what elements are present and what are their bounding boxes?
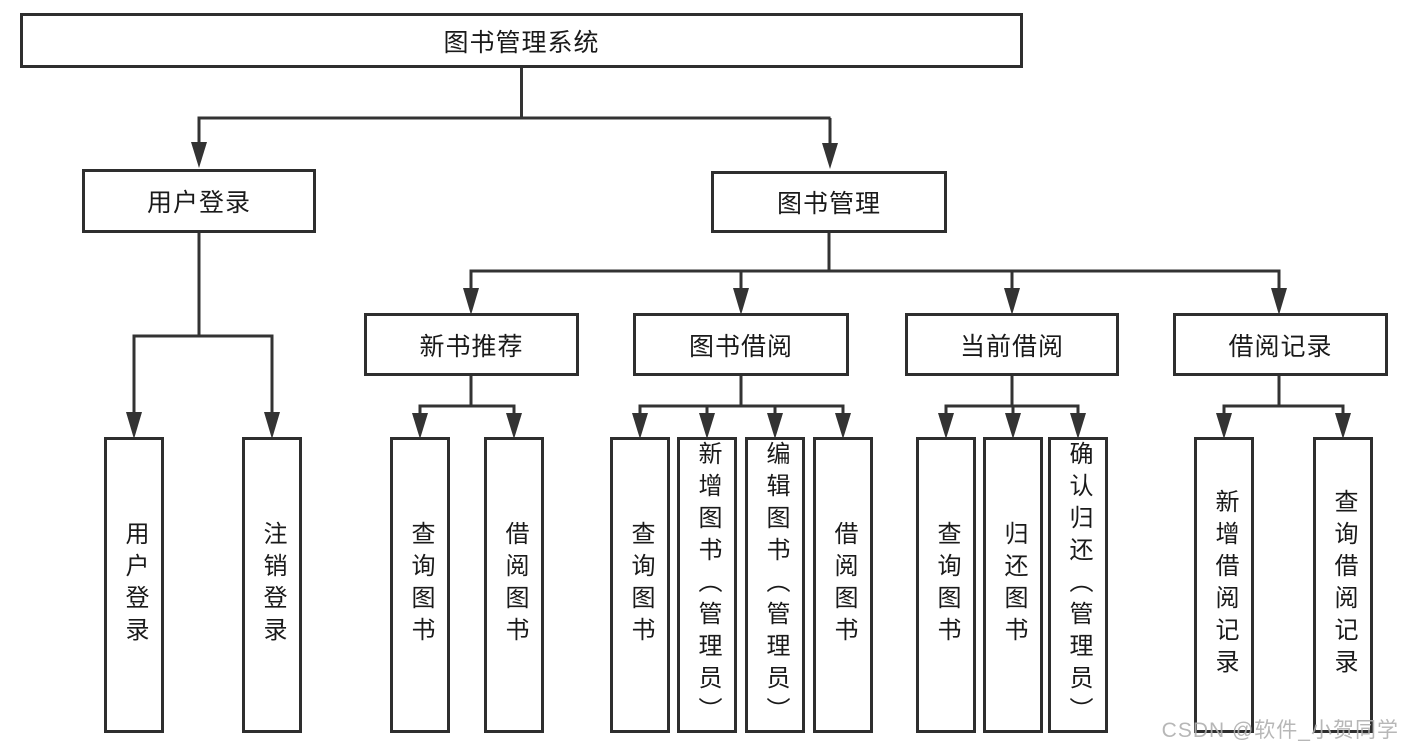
leaf-return-book-label: 归还图书 bbox=[1000, 521, 1027, 649]
leaf-add-book-admin: 新增图书（管理员） bbox=[677, 437, 737, 733]
arrowheads-user-login-leaves bbox=[126, 412, 280, 439]
leaf-user-login-label: 用户登录 bbox=[121, 521, 148, 649]
leaf-return-book: 归还图书 bbox=[983, 437, 1043, 733]
leaf-borrow-books-recommend: 借阅图书 bbox=[484, 437, 544, 733]
leaf-query-books-current-label: 查询图书 bbox=[933, 521, 960, 649]
leaf-logout: 注销登录 bbox=[242, 437, 302, 733]
node-new-book-recommend-label: 新书推荐 bbox=[419, 332, 524, 361]
node-new-book-recommend: 新书推荐 bbox=[364, 313, 579, 376]
leaf-confirm-return-admin: 确认归还（管理员） bbox=[1048, 437, 1108, 733]
csdn-watermark: CSDN @软件_小贺同学 bbox=[1161, 719, 1399, 742]
arrowheads-level2 bbox=[191, 142, 838, 169]
arrowheads-book-borrow-leaves bbox=[632, 413, 851, 439]
leaf-user-login: 用户登录 bbox=[104, 437, 164, 733]
node-current-borrow: 当前借阅 bbox=[905, 313, 1119, 376]
leaf-edit-book-admin-label: 编辑图书（管理员） bbox=[762, 441, 789, 729]
leaf-query-books-recommend: 查询图书 bbox=[390, 437, 450, 733]
leaf-borrow-books-label: 借阅图书 bbox=[830, 521, 857, 649]
arrowheads-current-borrow-leaves bbox=[938, 413, 1086, 439]
leaf-query-borrow-record: 查询借阅记录 bbox=[1313, 437, 1373, 733]
node-book-management-branch: 图书管理 bbox=[711, 171, 947, 233]
leaf-query-books-borrow-label: 查询图书 bbox=[627, 521, 654, 649]
leaf-confirm-return-admin-label: 确认归还（管理员） bbox=[1065, 441, 1092, 729]
connector-borrow-records-to-leaves bbox=[1222, 376, 1345, 416]
node-borrow-records: 借阅记录 bbox=[1173, 313, 1388, 376]
leaf-borrow-books: 借阅图书 bbox=[813, 437, 873, 733]
node-root-label: 图书管理系统 bbox=[443, 28, 600, 57]
leaf-query-books-recommend-label: 查询图书 bbox=[407, 521, 434, 649]
node-borrow-records-label: 借阅记录 bbox=[1228, 332, 1333, 361]
leaf-add-borrow-record: 新增借阅记录 bbox=[1194, 437, 1254, 733]
node-root-system: 图书管理系统 bbox=[20, 13, 1023, 68]
leaf-logout-label: 注销登录 bbox=[259, 521, 286, 649]
connector-new-book-to-leaves bbox=[418, 376, 516, 416]
leaf-query-books-current: 查询图书 bbox=[916, 437, 976, 733]
arrowheads-borrow-records-leaves bbox=[1216, 413, 1351, 439]
connector-root-to-level2 bbox=[197, 68, 832, 147]
leaf-add-borrow-record-label: 新增借阅记录 bbox=[1211, 489, 1238, 681]
node-book-borrow-label: 图书借阅 bbox=[688, 332, 793, 361]
arrowheads-level3 bbox=[463, 288, 1287, 315]
leaf-add-book-admin-label: 新增图书（管理员） bbox=[694, 441, 721, 729]
connector-book-borrow-to-leaves bbox=[638, 376, 845, 416]
connector-user-login-to-leaves bbox=[132, 233, 274, 414]
node-book-management-branch-label: 图书管理 bbox=[776, 190, 881, 218]
connector-book-mgmt-to-level3 bbox=[469, 233, 1281, 290]
leaf-edit-book-admin: 编辑图书（管理员） bbox=[745, 437, 805, 733]
node-user-login-branch: 用户登录 bbox=[82, 169, 316, 233]
leaf-query-borrow-record-label: 查询借阅记录 bbox=[1330, 489, 1357, 681]
node-current-borrow-label: 当前借阅 bbox=[959, 332, 1064, 361]
node-user-login-branch-label: 用户登录 bbox=[146, 189, 251, 217]
leaf-query-books-borrow: 查询图书 bbox=[610, 437, 670, 733]
connector-current-borrow-to-leaves bbox=[944, 376, 1080, 416]
leaf-borrow-books-recommend-label: 借阅图书 bbox=[501, 521, 528, 649]
node-book-borrow: 图书借阅 bbox=[633, 313, 849, 376]
arrowheads-new-book-leaves bbox=[412, 413, 522, 439]
